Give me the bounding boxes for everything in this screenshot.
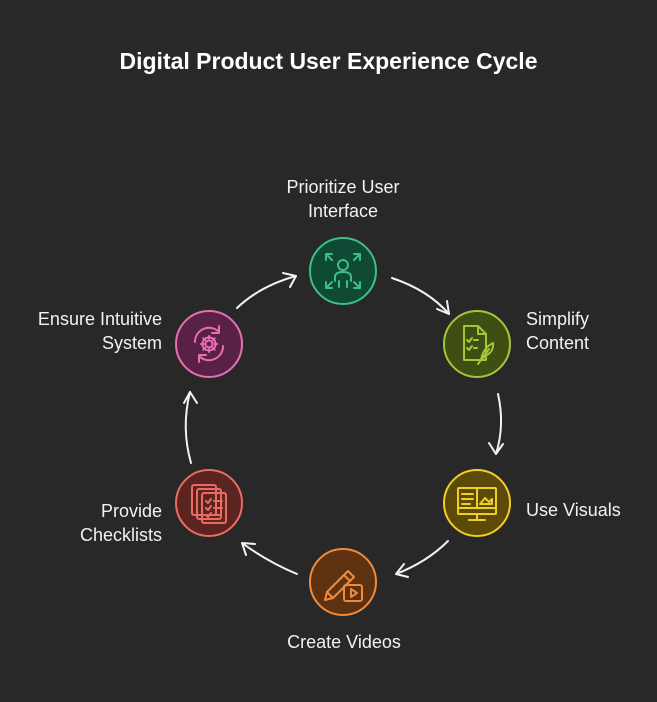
step-label-line: Create Videos (287, 632, 401, 652)
checklist-stack-icon (191, 484, 227, 524)
arrow-intuitive-to-prioritize (236, 272, 297, 309)
person-focus-icon (325, 253, 361, 289)
step-label-line: Checklists (79, 525, 162, 545)
arrow-visuals-to-videos (395, 540, 449, 578)
monitor-book-icon (457, 487, 497, 521)
step-create-videos (309, 548, 377, 616)
step-label-simplify: Simplify Content (526, 307, 589, 355)
step-label-line: Ensure Intuitive (37, 309, 162, 329)
step-label-prioritize: Prioritize User Interface (252, 175, 434, 223)
step-simplify-content (443, 310, 511, 378)
step-label-line: System (101, 333, 162, 353)
step-provide-checklists (175, 469, 243, 537)
step-use-visuals (443, 469, 511, 537)
pencil-video-icon (324, 570, 363, 602)
step-prioritize-user-interface (309, 237, 377, 305)
step-label-visuals: Use Visuals (526, 498, 621, 522)
step-label-line: Simplify (526, 309, 590, 329)
arrow-prioritize-to-simplify (391, 277, 450, 315)
document-feather-icon (463, 325, 495, 365)
step-label-line: Provide (100, 501, 162, 521)
arrow-checklists-to-intuitive (183, 391, 198, 464)
arrow-videos-to-checklists (241, 542, 298, 575)
step-label-intuitive: Ensure Intuitive System (10, 307, 162, 355)
diagram-title: Digital Product User Experience Cycle (119, 48, 538, 74)
step-label-line: Content (526, 333, 590, 353)
step-ensure-intuitive-system (175, 310, 243, 378)
step-label-line: Use Visuals (526, 500, 621, 520)
gear-cycle-icon (193, 325, 225, 363)
step-label-checklists: Provide Checklists (20, 499, 162, 547)
arrow-simplify-to-visuals (488, 393, 504, 455)
step-label-line: Prioritize User (286, 177, 400, 197)
step-label-videos: Create Videos (252, 630, 436, 654)
step-label-line: Interface (307, 201, 379, 221)
